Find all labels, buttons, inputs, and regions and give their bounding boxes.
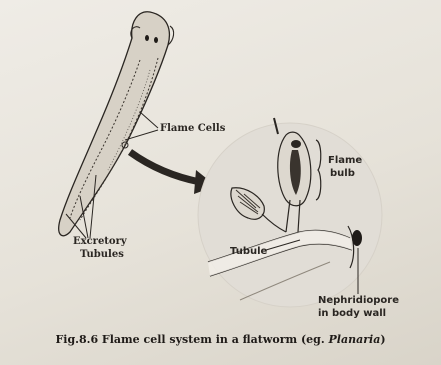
caption-italic: Planaria [329,333,381,346]
label-flame-line2: bulb [330,168,355,179]
figure-caption: Fig.8.6 Flame cell system in a flatworm … [0,333,441,346]
label-nephridiopore-line2: in body wall [318,308,386,319]
label-tubule: Tubule [230,246,267,257]
caption-main: Fig.8.6 Flame cell system in a flatworm … [55,333,328,346]
label-nephridiopore-line1: Nephridiopore [318,295,399,306]
label-flame-cells: Flame Cells [160,123,225,134]
label-flame-line1: Flame [328,155,362,166]
eye-spot-left [145,35,149,41]
eye-spot-right [154,37,158,43]
magnify-arrow [130,152,200,182]
flame-cells-pointer-1 [140,112,158,128]
flame-bulb-nucleus [291,140,301,148]
nephridiopore [352,230,362,246]
label-excretory-line1: Excretory [73,236,127,247]
label-excretory-line2: Tubules [80,249,124,260]
caption-close: ) [380,333,385,346]
